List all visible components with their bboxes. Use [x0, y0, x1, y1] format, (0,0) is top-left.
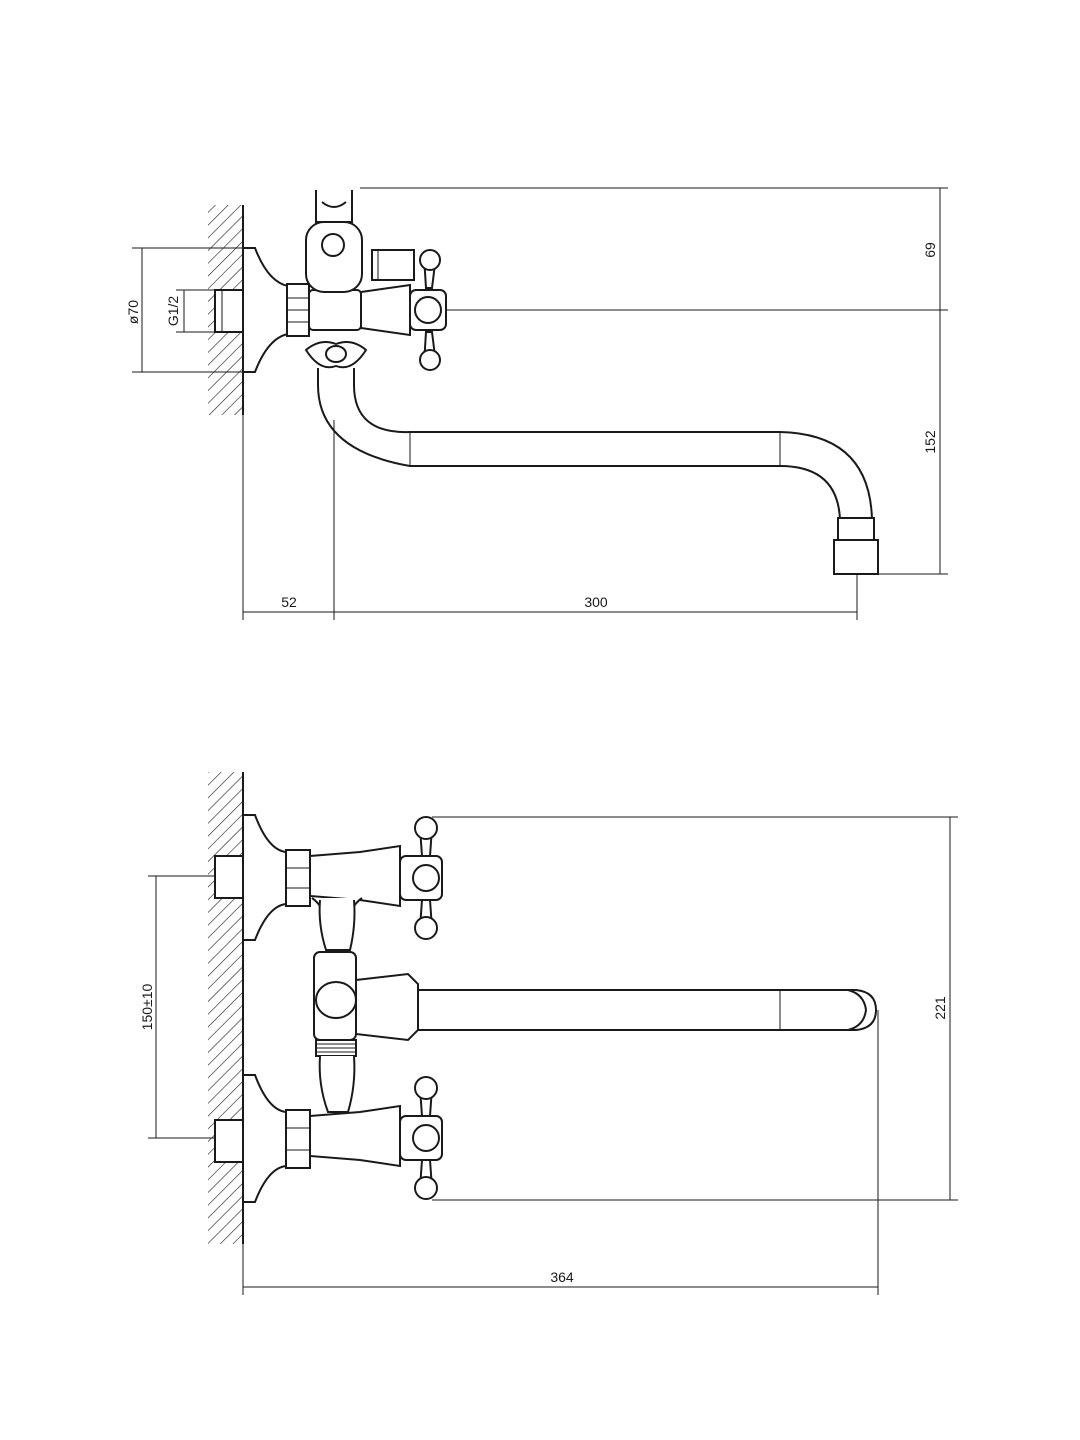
- central-body: [311, 897, 419, 1113]
- wall-hatch-bottom: [208, 772, 244, 1244]
- swivel-joint: [304, 341, 368, 369]
- dim-offset: 52: [281, 594, 297, 610]
- hex-nut: [286, 283, 310, 337]
- escutcheon: [242, 247, 289, 373]
- inlet-stub: [214, 289, 244, 333]
- dim-height-top: 69: [922, 242, 938, 258]
- dimension-lines-top: [148, 816, 958, 1295]
- side-view: ø70 G1/2 69 152 52 300: [125, 187, 948, 620]
- dim-overall-length: 364: [550, 1269, 574, 1285]
- dim-overall-height: 221: [932, 996, 948, 1020]
- shower-holder: [305, 190, 363, 293]
- top-view: 150±10 221 364: [139, 772, 958, 1295]
- inlet-lower: [214, 1074, 401, 1203]
- dim-center-distance: 150±10: [139, 983, 155, 1030]
- cross-handle-side: [409, 249, 447, 371]
- spout-top: [418, 989, 878, 1031]
- dim-diameter: ø70: [125, 300, 141, 324]
- dim-spout-length: 300: [584, 594, 608, 610]
- inlet-upper: [214, 814, 401, 941]
- cross-handle-upper: [399, 816, 443, 940]
- spout-side: [317, 368, 879, 575]
- dim-thread: G1/2: [165, 296, 181, 327]
- dim-height-spout: 152: [922, 430, 938, 454]
- cross-handle-lower: [399, 1076, 443, 1200]
- dimension-lines-side: [132, 187, 948, 620]
